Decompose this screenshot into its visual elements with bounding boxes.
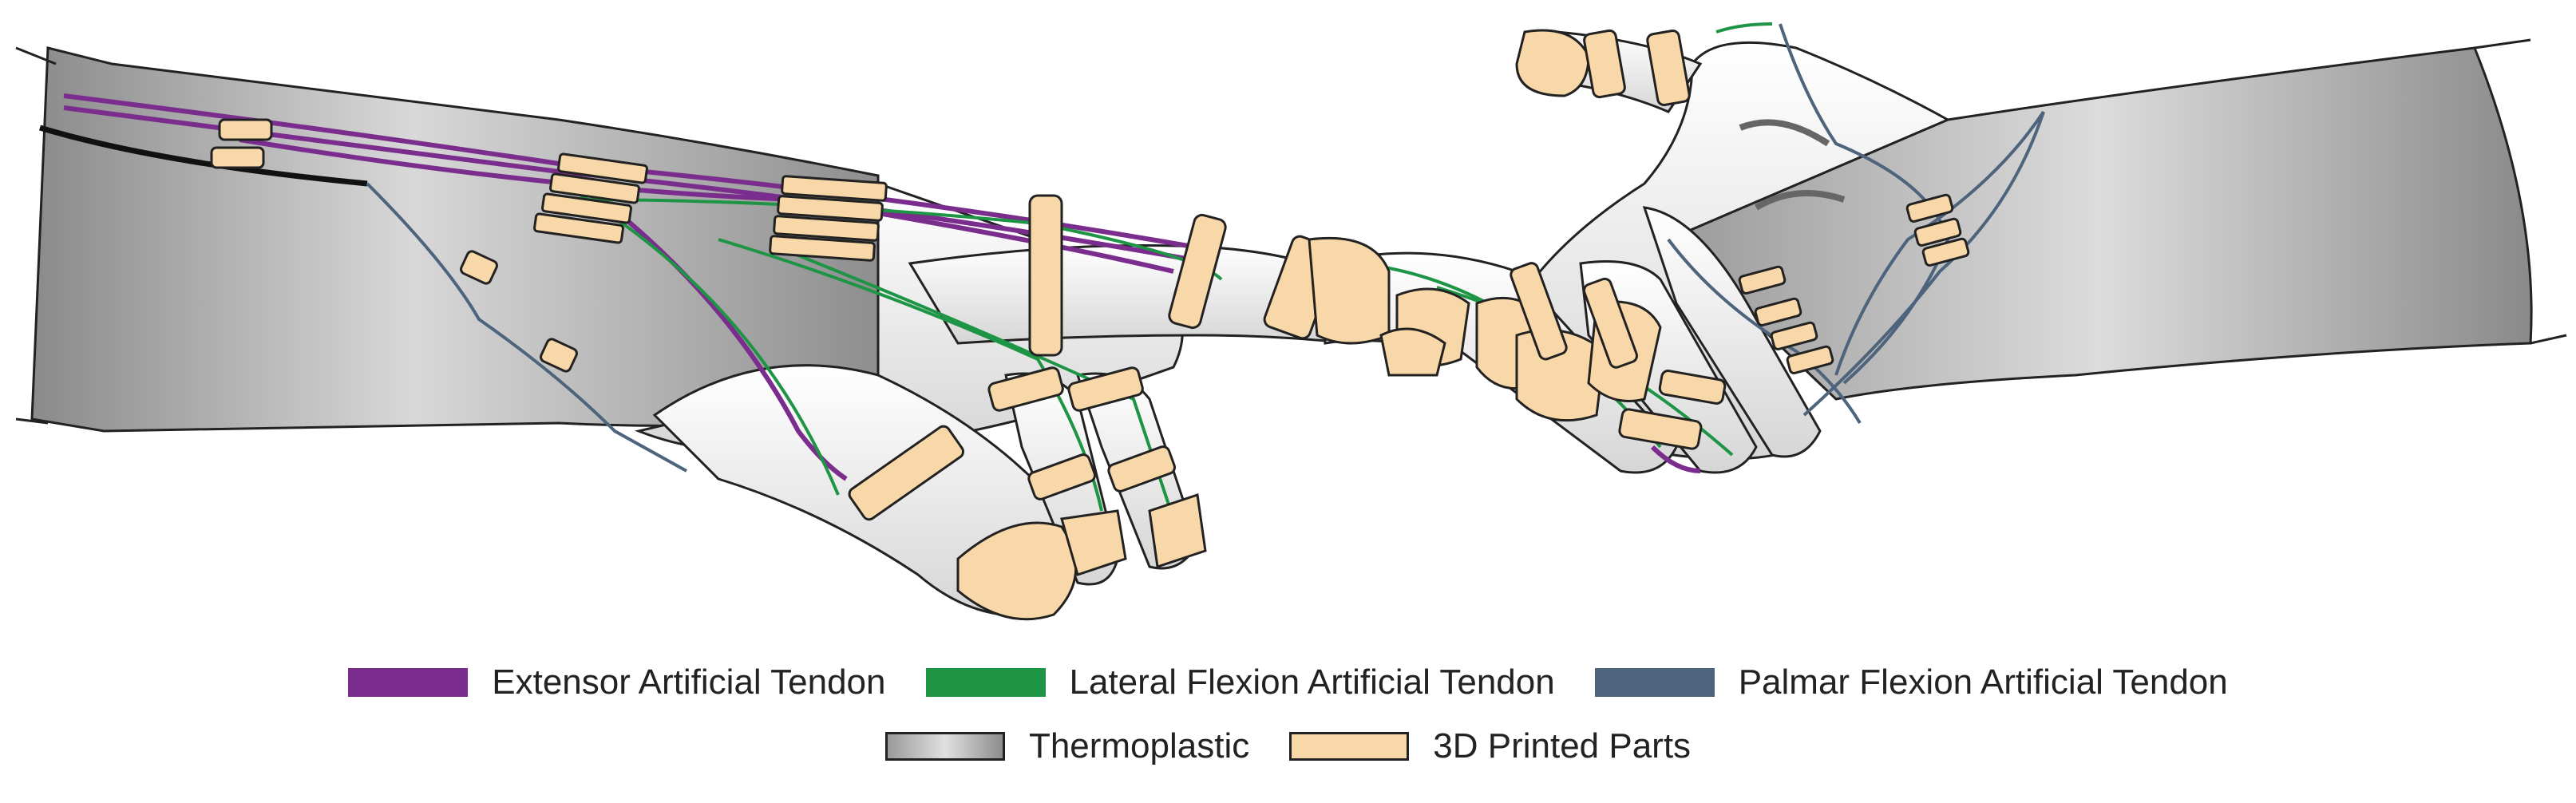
- legend-label-palmar: Palmar Flexion Artificial Tendon: [1738, 663, 2228, 702]
- legend-row-tendons: Extensor Artificial Tendon Lateral Flexi…: [0, 655, 2576, 710]
- legend-item-lateral: Lateral Flexion Artificial Tendon: [925, 663, 1555, 702]
- legend-item-palmar: Palmar Flexion Artificial Tendon: [1594, 663, 2228, 702]
- lateral-swatch: [925, 668, 1046, 697]
- black-cable: [38, 125, 368, 187]
- thermoplastic-swatch: [884, 732, 1005, 761]
- extensor-swatch: [348, 668, 469, 697]
- right-forearm-brace: [1666, 38, 2567, 401]
- printed-parts: [210, 29, 1970, 621]
- legend-label-extensor: Extensor Artificial Tendon: [492, 663, 886, 702]
- tendon-hand-illustration: [15, 22, 2567, 621]
- palmar-flexion-tendons: [366, 23, 2045, 473]
- legend-item-extensor: Extensor Artificial Tendon: [348, 663, 886, 702]
- legend-item-printed: 3D Printed Parts: [1289, 726, 1691, 766]
- printed-parts-swatch: [1289, 732, 1410, 761]
- palmar-swatch: [1594, 668, 1715, 697]
- legend-label-thermoplastic: Thermoplastic: [1028, 726, 1250, 765]
- legend-row-materials: Thermoplastic 3D Printed Parts: [0, 718, 2576, 774]
- legend-item-thermoplastic: Thermoplastic: [884, 726, 1250, 766]
- legend: Extensor Artificial Tendon Lateral Flexi…: [0, 655, 2576, 798]
- legend-label-printed: 3D Printed Parts: [1433, 726, 1692, 765]
- legend-label-lateral: Lateral Flexion Artificial Tendon: [1069, 663, 1555, 702]
